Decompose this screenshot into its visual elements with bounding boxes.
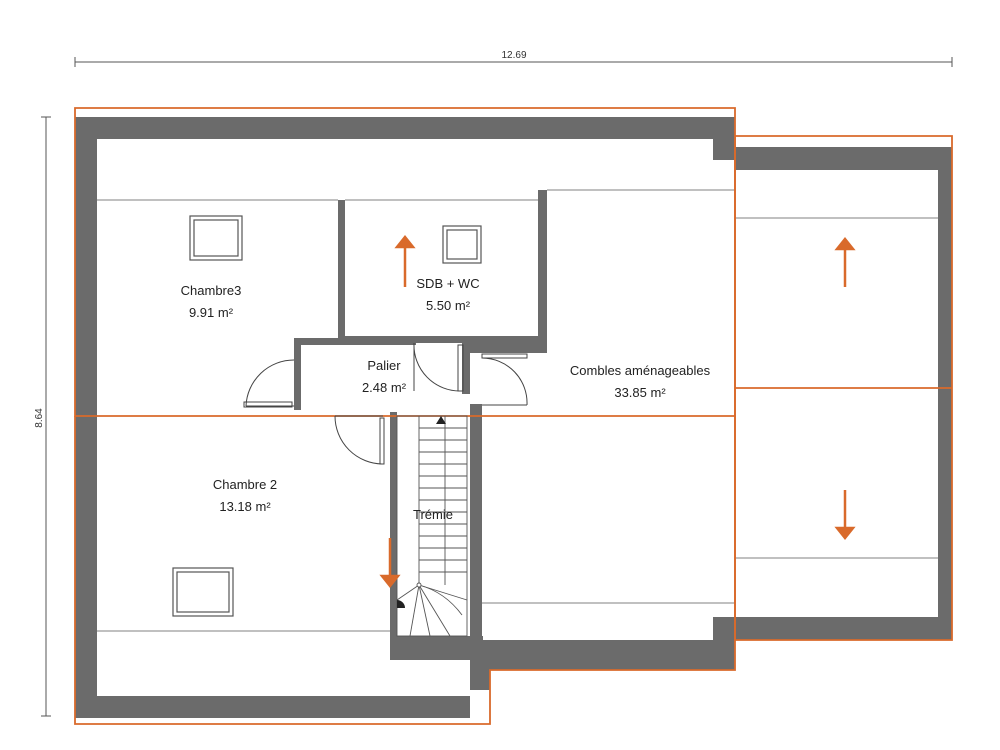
slope-arrow-icon [379, 538, 401, 589]
width-dimension: 12.69 [74, 50, 953, 67]
room-area: 13.18 m² [219, 499, 271, 514]
room-name: Palier [367, 358, 401, 373]
room-area: 33.85 m² [614, 385, 666, 400]
room-name: Chambre3 [181, 283, 242, 298]
skylight-icon [189, 215, 243, 261]
room-sdb: SDB + WC 5.50 m² [416, 276, 479, 313]
room-area: 5.50 m² [426, 298, 471, 313]
orange-outlines [74, 107, 953, 725]
room-chambre3: Chambre3 9.91 m² [181, 283, 242, 320]
staircase-icon [396, 415, 468, 637]
stair-label: Trémie [413, 507, 453, 522]
wall-junction [713, 139, 735, 160]
slope-arrow-icon [394, 234, 416, 287]
room-name: SDB + WC [416, 276, 479, 291]
room-chambre2: Chambre 2 13.18 m² [213, 477, 277, 514]
height-dimension-label: 8.64 [34, 408, 45, 428]
slope-arrow-icon [834, 236, 856, 287]
exterior-walls [75, 117, 952, 718]
room-area: 9.91 m² [189, 305, 234, 320]
skylight-icon [442, 225, 482, 264]
door-swing-icon [243, 342, 528, 465]
slope-arrow-icon [834, 490, 856, 541]
room-name: Combles aménageables [570, 363, 711, 378]
width-dimension-label: 12.69 [501, 50, 526, 61]
skylight-icon [172, 567, 234, 617]
height-dimension: 8.64 [34, 116, 51, 717]
room-palier: Palier 2.48 m² [362, 358, 407, 395]
interior-walls [294, 190, 547, 660]
room-area: 2.48 m² [362, 380, 407, 395]
slope-lines [97, 189, 938, 632]
room-combles: Combles aménageables 33.85 m² [570, 363, 711, 400]
room-name: Chambre 2 [213, 477, 277, 492]
